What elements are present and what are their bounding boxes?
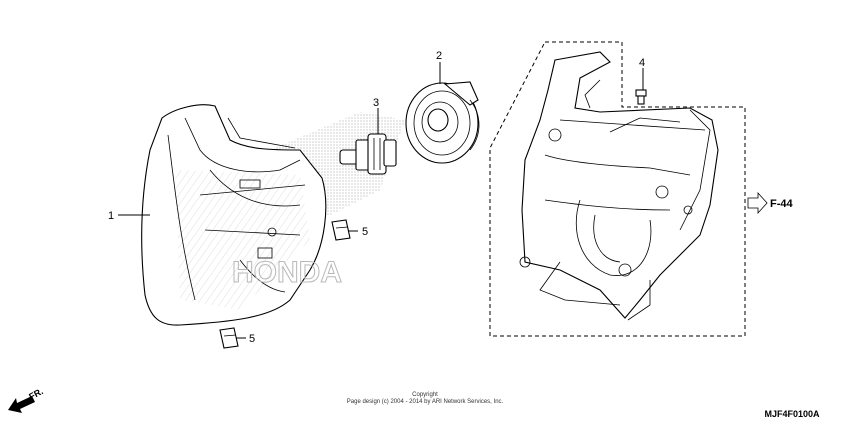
front-arrow-icon [8, 396, 35, 413]
callout-label-3: 3 [373, 97, 379, 109]
callout-label-1: 1 [108, 210, 114, 222]
leader-lines [118, 62, 644, 339]
bolt[interactable] [635, 89, 647, 105]
front-indicator: FR. [8, 386, 45, 413]
speed-nut-lower[interactable] [219, 327, 239, 349]
callout-label-5-lower: 5 [249, 333, 255, 345]
speed-nut-upper[interactable] [331, 219, 351, 241]
reference-arrow-icon [747, 191, 768, 215]
reference-f44[interactable]: F-44 [747, 191, 794, 215]
diagram-code: MJF4F0100A [764, 409, 820, 419]
callout-label-5-upper: 5 [362, 226, 368, 238]
front-label: FR. [27, 386, 44, 402]
headlight-assembly[interactable] [141, 104, 327, 326]
callout-label-2: 2 [436, 50, 442, 62]
dust-cover[interactable] [405, 81, 480, 164]
copyright-line-2: Page design (c) 2004 - 2014 by ARI Netwo… [347, 399, 504, 405]
callout-label-4: 4 [639, 57, 645, 69]
stay-group-frame [489, 41, 746, 337]
reference-label: F-44 [770, 198, 794, 210]
headlight-stay[interactable] [519, 51, 719, 321]
copyright-line-1: Copyright [412, 392, 438, 398]
watermark-text: HONDA [232, 256, 342, 289]
headlight-bulb[interactable] [339, 133, 397, 175]
